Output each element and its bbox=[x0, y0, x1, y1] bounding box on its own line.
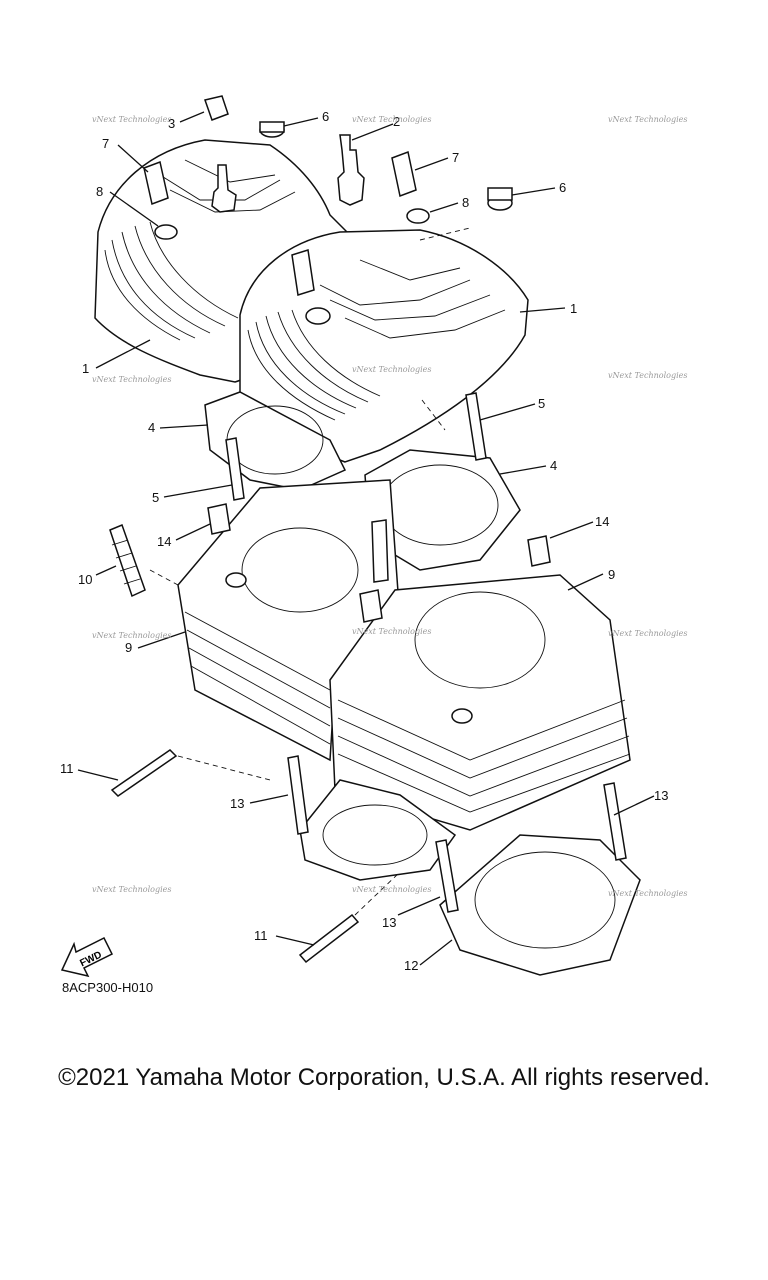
callouts: 1 1 2 3 4 4 5 5 6 6 7 7 8 8 9 9 10 11 11… bbox=[60, 109, 668, 973]
stud-long-b bbox=[435, 839, 459, 913]
watermark: vNext Technologies bbox=[92, 375, 171, 384]
callout-11: 11 bbox=[254, 928, 268, 943]
callout-14: 14 bbox=[157, 534, 171, 549]
watermark: vNext Technologies bbox=[352, 365, 431, 374]
callout-3: 3 bbox=[168, 116, 175, 131]
callout-4: 4 bbox=[550, 458, 557, 473]
watermark: vNext Technologies bbox=[92, 115, 171, 124]
callout-1: 1 bbox=[82, 361, 89, 376]
watermark: vNext Technologies bbox=[92, 885, 171, 894]
fwd-arrow: FWD bbox=[60, 936, 114, 978]
hose-strip bbox=[109, 524, 146, 598]
stud-head-left bbox=[225, 437, 245, 501]
dowel-center-a bbox=[371, 519, 389, 583]
stud-head-right bbox=[465, 392, 487, 461]
callout-13: 13 bbox=[654, 788, 668, 803]
stud-base-lower bbox=[298, 913, 360, 964]
parts-diagram: 1 1 2 3 4 4 5 5 6 6 7 7 8 8 9 9 10 11 11… bbox=[60, 95, 687, 978]
callout-2: 2 bbox=[393, 114, 400, 129]
callout-1: 1 bbox=[570, 301, 577, 316]
assembly-line bbox=[149, 569, 179, 586]
assembly-line bbox=[177, 755, 271, 781]
stud-long-a bbox=[287, 755, 309, 835]
assembly-line bbox=[354, 871, 401, 916]
spark-plug-left bbox=[211, 164, 237, 213]
collar-right bbox=[391, 150, 417, 198]
collar-center bbox=[291, 249, 315, 296]
callout-7: 7 bbox=[102, 136, 109, 151]
watermark: vNext Technologies bbox=[608, 371, 687, 380]
callout-5: 5 bbox=[538, 396, 545, 411]
callout-13: 13 bbox=[230, 796, 244, 811]
callout-7: 7 bbox=[452, 150, 459, 165]
watermark: vNext Technologies bbox=[608, 115, 687, 124]
callout-4: 4 bbox=[148, 420, 155, 435]
watermark: vNext Technologies bbox=[352, 115, 431, 124]
dowel-center-b bbox=[359, 589, 383, 623]
nut-left bbox=[259, 121, 285, 138]
cap-nut bbox=[204, 95, 229, 121]
stud-base-left bbox=[110, 749, 178, 797]
stud-long-c bbox=[603, 782, 627, 861]
callout-13: 13 bbox=[382, 915, 396, 930]
dowel-right bbox=[527, 535, 551, 567]
callout-8: 8 bbox=[462, 195, 469, 210]
watermarks: vNext Technologies vNext Technologies vN… bbox=[92, 115, 687, 898]
assembly-line bbox=[421, 399, 446, 431]
nut-right bbox=[487, 187, 513, 211]
callout-11: 11 bbox=[60, 761, 74, 776]
drawing-code: 8ACP300-H010 bbox=[62, 980, 154, 995]
spark-plug bbox=[337, 134, 365, 206]
callout-5: 5 bbox=[152, 490, 159, 505]
callout-14: 14 bbox=[595, 514, 609, 529]
callout-6: 6 bbox=[322, 109, 329, 124]
collar-left bbox=[143, 160, 169, 206]
callout-9: 9 bbox=[608, 567, 615, 582]
watermark: vNext Technologies bbox=[608, 889, 687, 898]
washer-left bbox=[154, 224, 178, 240]
watermark: vNext Technologies bbox=[352, 627, 431, 636]
callout-10: 10 bbox=[78, 572, 92, 587]
callout-9: 9 bbox=[125, 640, 132, 655]
dowel-left bbox=[207, 503, 231, 535]
watermark: vNext Technologies bbox=[608, 629, 687, 638]
watermark: vNext Technologies bbox=[92, 631, 171, 640]
washer-right bbox=[406, 208, 430, 224]
leader-lines bbox=[77, 111, 655, 966]
callout-8: 8 bbox=[96, 184, 103, 199]
watermark: vNext Technologies bbox=[352, 885, 431, 894]
callout-12: 12 bbox=[404, 958, 418, 973]
callout-6: 6 bbox=[559, 180, 566, 195]
base-gasket-right bbox=[439, 834, 641, 976]
copyright-notice: ©2021 Yamaha Motor Corporation, U.S.A. A… bbox=[58, 1064, 710, 1091]
